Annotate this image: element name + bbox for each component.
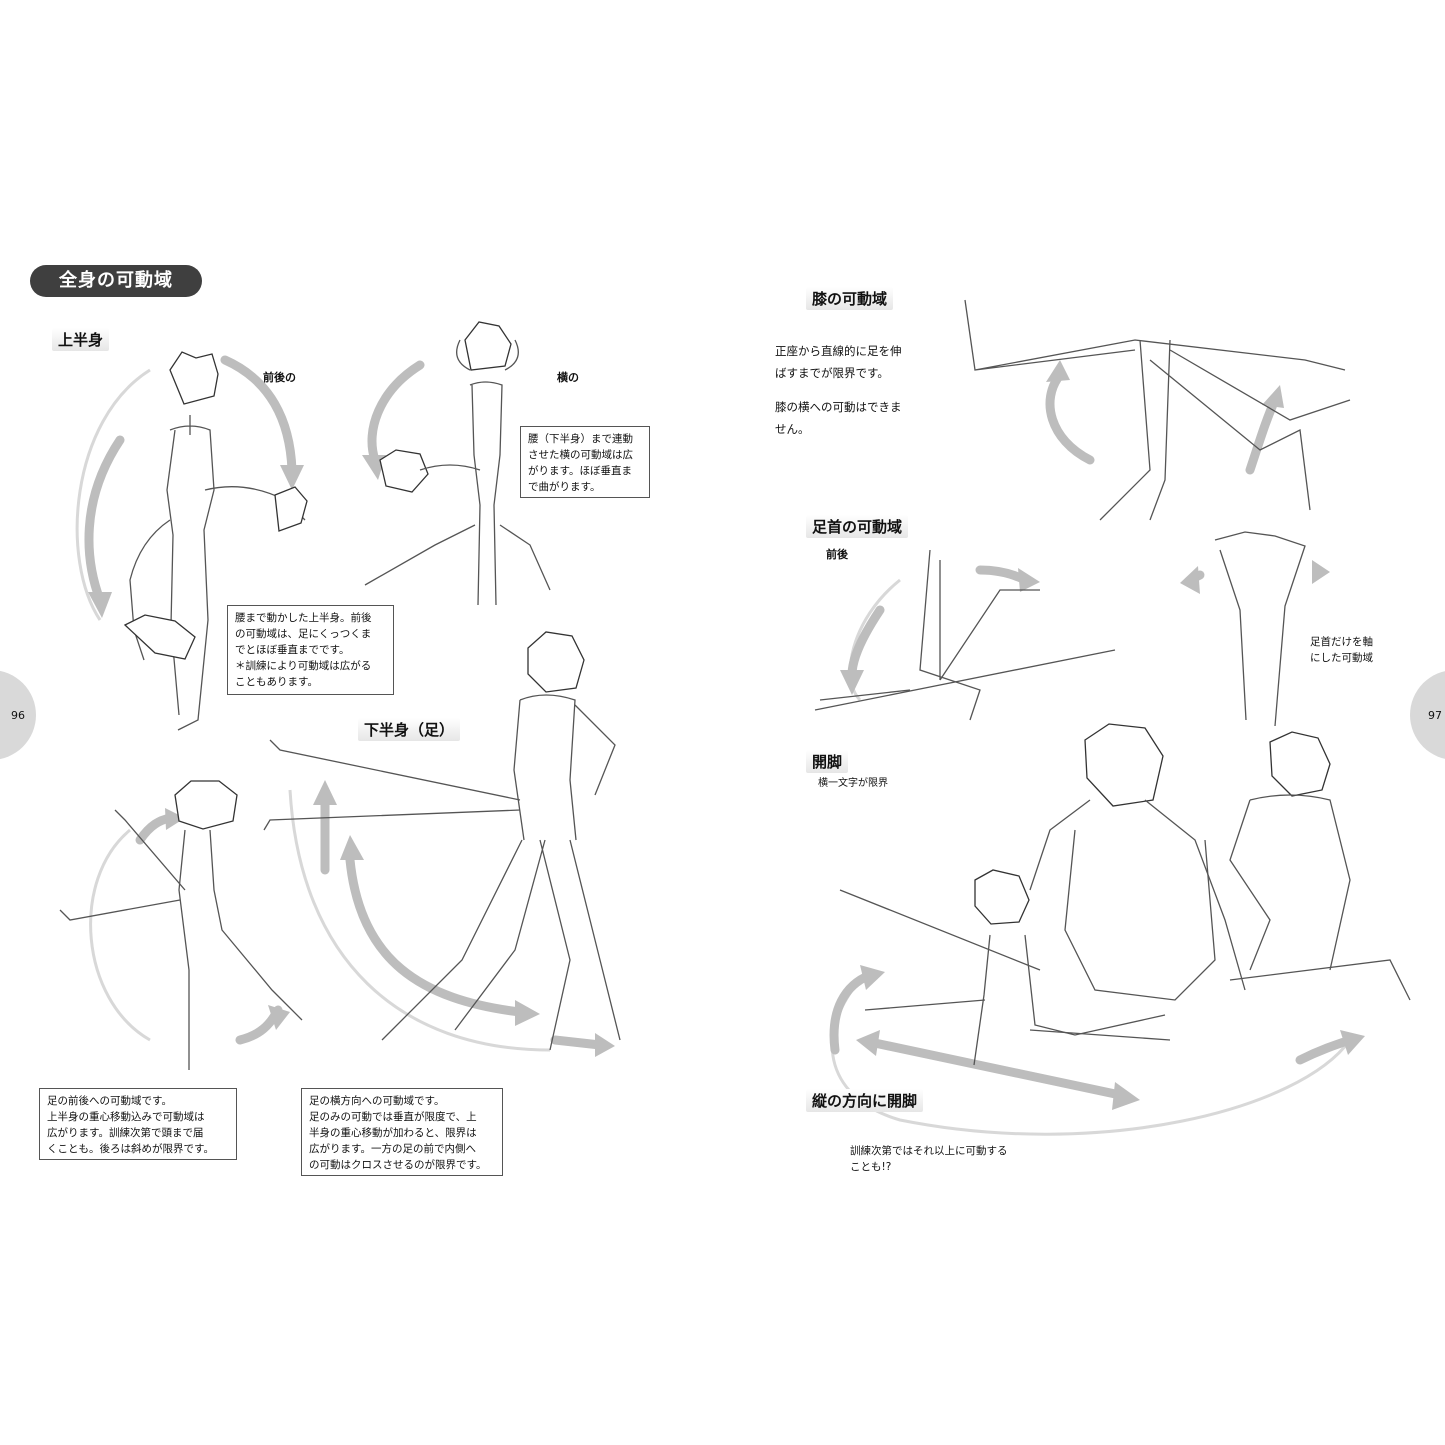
ankle-front-back-label: 前後 bbox=[826, 548, 848, 561]
page-title: 全身の可動域 bbox=[30, 265, 202, 297]
front-back-label: 前後の bbox=[263, 371, 296, 384]
lower-body-front-back-caption: 足の前後への可動域です。 上半身の重心移動込みで可動域は 広がります。訓練次第で… bbox=[39, 1088, 237, 1160]
knee-text-1: 正座から直線的に足を伸 ばすまでが限界です。 bbox=[775, 344, 902, 380]
split-sub-label: 横一文字が限界 bbox=[818, 778, 888, 789]
knee-figure bbox=[964, 299, 1351, 521]
split-heading: 開脚 bbox=[806, 750, 849, 773]
knee-heading: 膝の可動域 bbox=[806, 287, 894, 310]
upper-body-side-figure bbox=[362, 321, 551, 606]
lower-body-side-caption: 足の横方向への可動域です。 足のみの可動では垂直が限度で、上 半身の重心移動が加… bbox=[301, 1088, 503, 1176]
vertical-split-heading: 縦の方向に開脚 bbox=[806, 1089, 924, 1112]
upper-body-side-caption: 腰（下半身）まで連動 させた横の可動域は広 がります。ほぼ垂直ま で曲がります。 bbox=[520, 426, 650, 498]
knee-text-2: 膝の横への可動はできま せん。 bbox=[775, 400, 902, 436]
upper-body-front-back-figure bbox=[75, 351, 308, 731]
split-figure bbox=[829, 723, 1411, 1136]
lower-body-heading: 下半身（足） bbox=[358, 718, 461, 741]
ankle-side-caption: 足首だけを軸 にした可動域 bbox=[1310, 636, 1373, 664]
lower-body-side-figure bbox=[263, 631, 621, 1057]
ankle-figure bbox=[814, 531, 1330, 727]
upper-body-front-back-caption: 腰まで動かした上半身。前後 の可動域は、足にくっつくま でとほぼ垂直までです。 … bbox=[227, 605, 394, 695]
ankle-heading: 足首の可動域 bbox=[806, 515, 909, 538]
lower-body-front-back-figure bbox=[59, 780, 303, 1070]
side-label: 横の bbox=[557, 371, 579, 384]
upper-body-heading: 上半身 bbox=[52, 328, 110, 351]
split-note: 訓練次第ではそれ以上に可動する ことも!? bbox=[850, 1145, 1008, 1173]
